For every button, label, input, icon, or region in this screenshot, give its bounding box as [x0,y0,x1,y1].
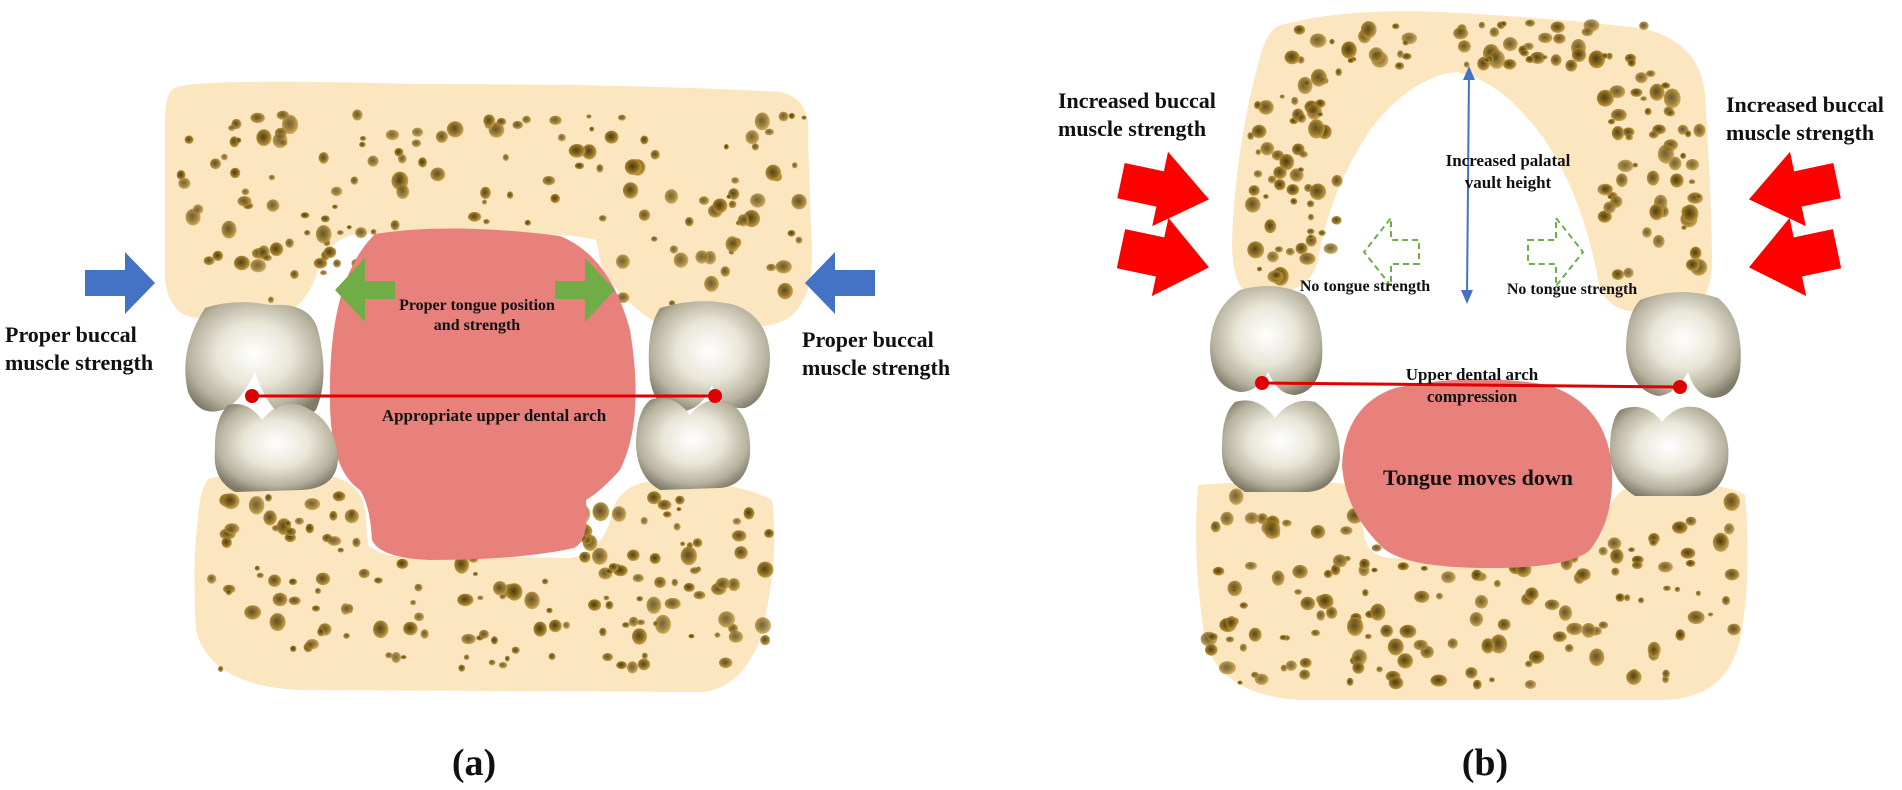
dental-arch-line-b [1255,376,1687,394]
buccal-arrow-left-b-top [1117,151,1210,227]
buccal-label-right-b-line1: Increased buccal [1726,92,1884,117]
buccal-label-right-a-line1: Proper buccal [802,327,934,352]
arch-label-a: Appropriate upper dental arch [382,406,607,425]
lower-right-molar-b [1610,406,1729,496]
arch-label-b-line2: compression [1427,387,1518,406]
caption-b: (b) [1462,742,1508,784]
panel-a: Proper buccal muscle strength Proper buc… [5,81,950,784]
buccal-label-left-b-line1: Increased buccal [1058,88,1216,113]
buccal-label-left-a-line2: muscle strength [5,350,153,375]
arch-label-b-line1: Upper dental arch [1406,365,1539,384]
upper-left-molar-a [185,302,324,418]
lower-jaw-bone-b [1196,481,1748,700]
buccal-arrow-left-b-bottom [1116,217,1210,297]
buccal-arrow-right-a [805,252,875,314]
tongue-label-a-line1: Proper tongue position [399,297,555,314]
upper-right-molar-a [648,301,770,412]
buccal-arrow-right-b-bottom [1748,217,1842,297]
no-tongue-arrow-left-b [1362,215,1420,289]
upper-right-molar-b [1626,291,1741,398]
buccal-label-left-a-line1: Proper buccal [5,322,137,347]
tongue-label-b: Tongue moves down [1383,465,1573,490]
panel-b: Increased buccal muscle strength Increas… [1058,11,1884,784]
buccal-label-left-b-line2: muscle strength [1058,116,1206,141]
vault-label-line2: vault height [1465,173,1552,192]
caption-a: (a) [452,742,496,784]
no-tongue-arrow-right-b [1527,215,1585,289]
buccal-label-right-a-line2: muscle strength [802,355,950,380]
tongue-arrow-left-a [335,258,395,322]
tongue-a [329,228,636,560]
no-tongue-label-left: No tongue strength [1300,278,1430,295]
dental-arch-line-a [245,389,722,403]
buccal-arrow-left-a [85,252,155,314]
upper-jaw-bone-b [1232,11,1713,312]
tongue-arrow-right-a [555,258,615,322]
porous-texture-b [1245,19,1708,286]
lower-right-molar-a [636,397,751,490]
no-tongue-label-right: No tongue strength [1507,281,1637,298]
tongue-label-a-line2: and strength [434,317,520,334]
buccal-arrow-right-b-top [1748,151,1841,227]
vault-label-line1: Increased palatal [1446,151,1571,170]
vault-height-arrow [1461,66,1475,304]
porous-texture-a [176,109,807,307]
tongue-b [1342,379,1613,568]
lower-left-molar-a [214,404,338,492]
buccal-label-right-b-line2: muscle strength [1726,120,1874,145]
upper-jaw-bone-a [165,81,812,327]
upper-left-molar-b [1210,286,1323,395]
lower-left-molar-b [1221,400,1340,492]
lower-jaw-bone-a [194,473,775,692]
